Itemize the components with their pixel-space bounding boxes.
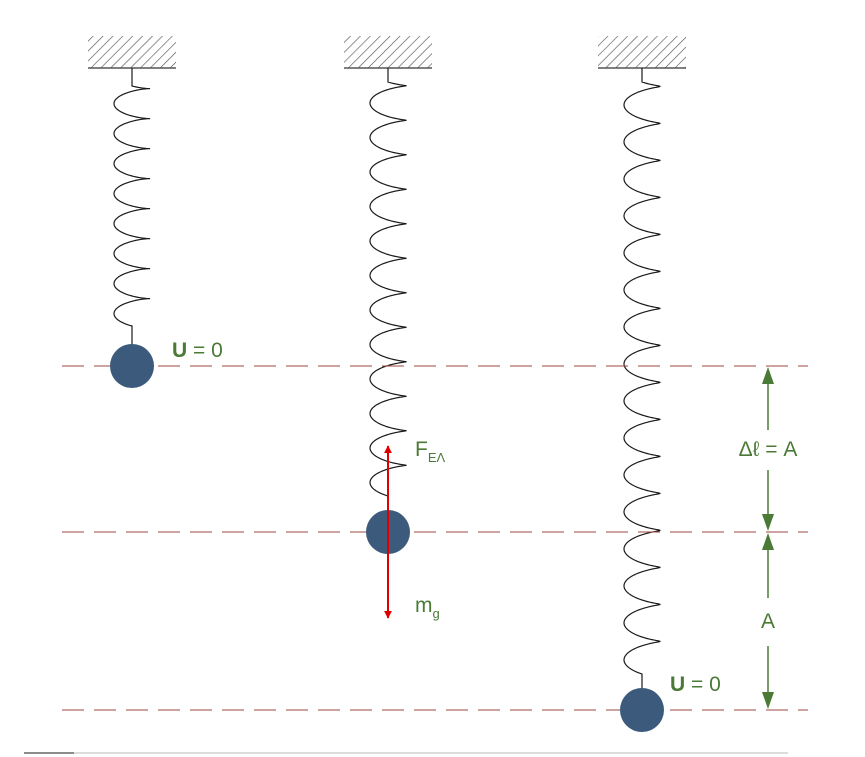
ceiling-support-right xyxy=(598,36,686,69)
label-extension: Δℓ = A xyxy=(739,438,798,461)
label-spring-force: FΕΛ xyxy=(415,438,445,465)
spring-natural-length xyxy=(113,68,151,344)
ceiling-support-left xyxy=(88,36,176,69)
spring-max-extension xyxy=(623,68,661,688)
spring-equilibrium xyxy=(369,68,408,510)
label-amplitude: A xyxy=(761,610,775,633)
mass-ball-right xyxy=(620,688,664,732)
label-potential-zero-top: U = 0 xyxy=(172,339,223,362)
mass-ball-left xyxy=(110,344,154,388)
ceiling-support-middle xyxy=(344,36,432,69)
amplitude-dimension xyxy=(762,533,774,709)
extension-dimension xyxy=(762,367,774,531)
label-potential-zero-bottom: U = 0 xyxy=(670,673,721,696)
label-weight: mg xyxy=(415,594,440,621)
